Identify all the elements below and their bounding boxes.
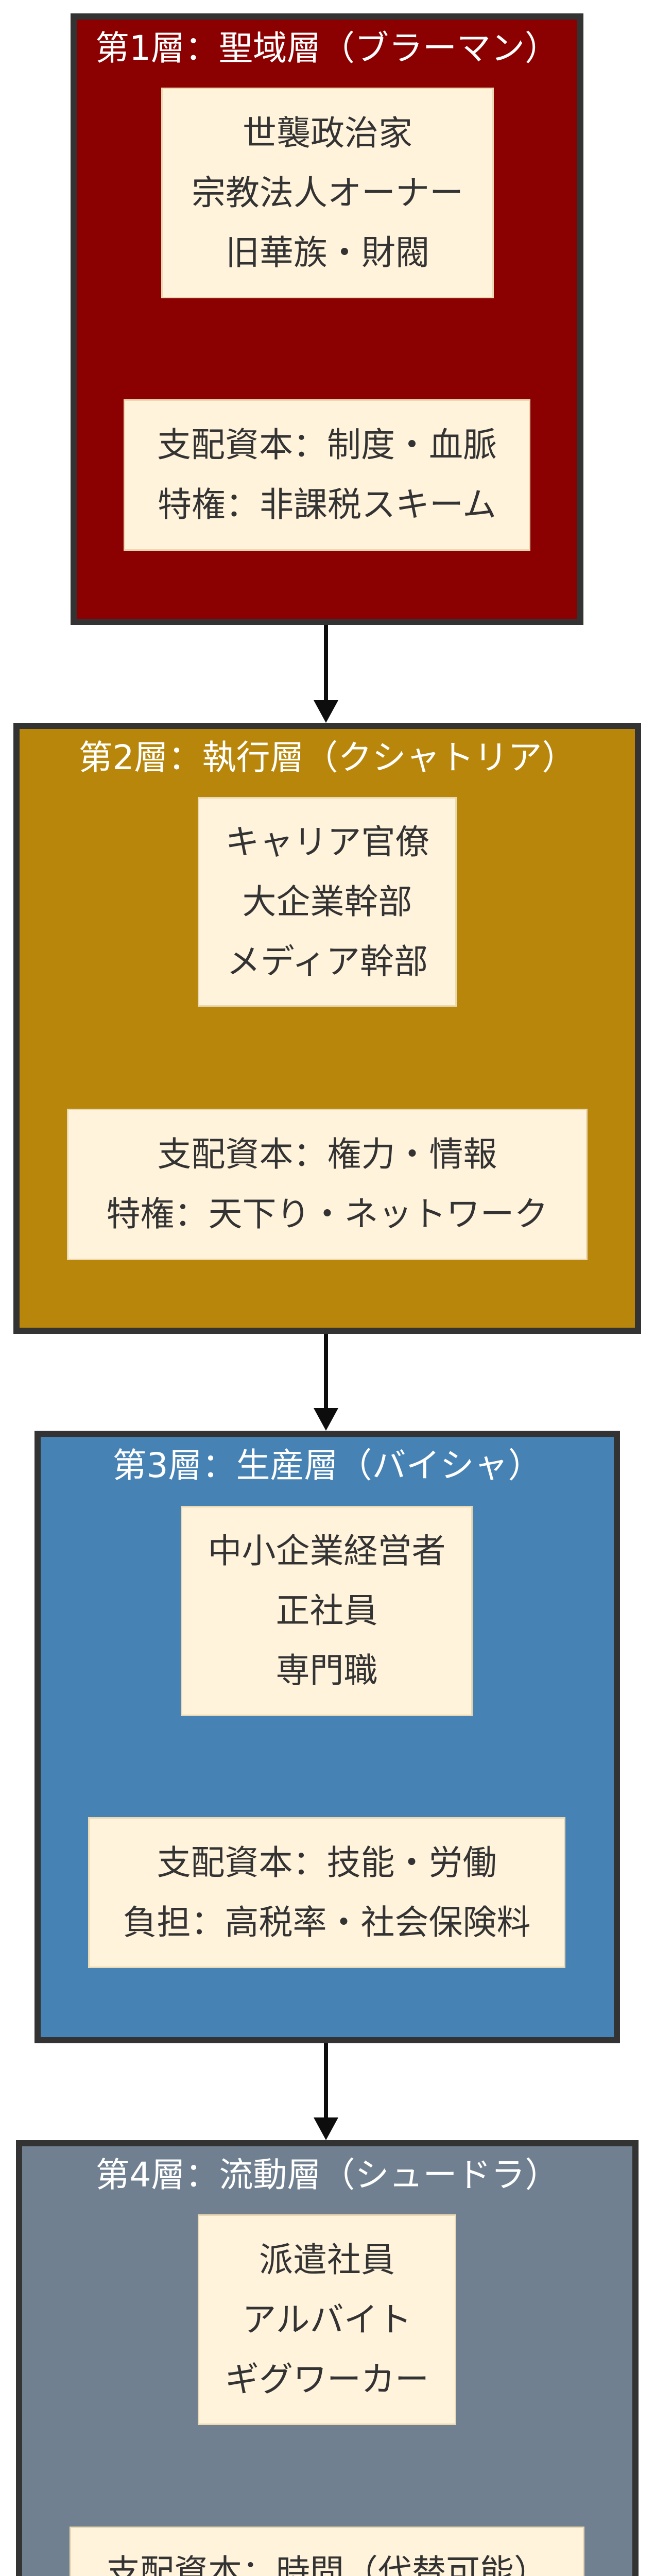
detail-label: 負担：高税率・社会保険料 [123, 1902, 531, 1942]
member-label: 正社員 [275, 1591, 378, 1631]
layer-1-details-card: 支配資本：制度・血脈 特権：非課税スキーム [124, 399, 530, 551]
layer-2-members-card: キャリア官僚 大企業幹部 メディア幹部 [198, 797, 457, 1007]
detail-label: 支配資本：権力・情報 [157, 1134, 497, 1174]
member-label: 専門職 [275, 1651, 378, 1690]
layer-1-members-card: 世襲政治家 宗教法人オーナー 旧華族・財閥 [161, 88, 494, 298]
detail-label: 支配資本：技能・労働 [157, 1842, 497, 1883]
member-label: ギグワーカー [225, 2359, 429, 2399]
layer-title: 第2層：執行層（クシャトリア） [78, 738, 576, 777]
detail-label: 特権：天下り・ネットワーク [106, 1194, 548, 1234]
member-label: 派遣社員 [259, 2240, 395, 2280]
arrow-down-icon [314, 1334, 338, 1431]
arrow-down-icon [314, 2043, 338, 2140]
member-label: 旧華族・財閥 [226, 232, 429, 273]
member-label: 中小企業経営者 [208, 1531, 446, 1571]
layer-3-members-card: 中小企業経営者 正社員 専門職 [181, 1506, 473, 1716]
layer-title: 第1層：聖域層（ブラーマン） [95, 28, 559, 68]
member-label: 世襲政治家 [243, 113, 412, 153]
detail-label: 特権：非課税スキーム [157, 485, 497, 524]
member-label: アルバイト [242, 2299, 412, 2340]
layer-title: 第4層：流動層（シュードラ） [95, 2155, 559, 2195]
member-label: 大企業幹部 [242, 882, 412, 922]
layer-2-details-card: 支配資本：権力・情報 特権：天下り・ネットワーク [67, 1109, 588, 1260]
member-label: メディア幹部 [226, 941, 428, 981]
member-label: 宗教法人オーナー [192, 173, 463, 213]
detail-label: 支配資本：時間（代替可能） [106, 2552, 548, 2576]
layer-4-details-card: 支配資本：時間（代替可能） 状態：非正規の罠 [70, 2527, 584, 2576]
detail-label: 支配資本：制度・血脈 [157, 425, 497, 465]
layer-3-details-card: 支配資本：技能・労働 負担：高税率・社会保険料 [88, 1817, 565, 1968]
arrow-down-icon [314, 625, 338, 723]
layer-title: 第3層：生産層（バイシャ） [112, 1446, 542, 1485]
member-label: キャリア官僚 [225, 822, 429, 862]
layer-4-members-card: 派遣社員 アルバイト ギグワーカー [198, 2214, 456, 2425]
